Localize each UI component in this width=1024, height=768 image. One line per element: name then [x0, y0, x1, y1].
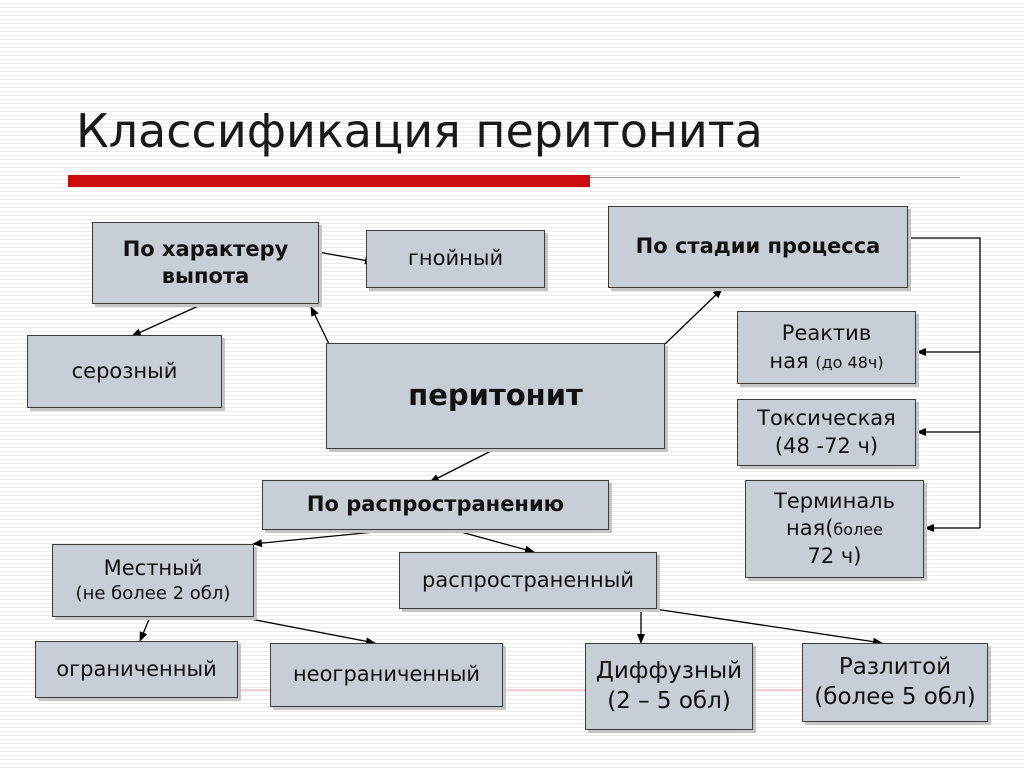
stage-bracket-line [908, 237, 981, 528]
node-by-stage-label: По стадии процесса [635, 234, 881, 259]
node-by-spread-label: По распространению [306, 492, 565, 517]
node-widespread-label: распространенный [422, 567, 634, 592]
node-reactive: Реактив ная (до 48ч) [737, 311, 916, 384]
node-diffuse-line2: (2 – 5 обл) [607, 687, 731, 714]
node-widespread: распространенный [399, 552, 657, 609]
arrow-peritonitis-to-spread [429, 448, 496, 483]
page-title: Классификация перитонита [76, 104, 763, 158]
node-unlimited: неограниченный [270, 643, 503, 707]
node-by-effusion: По характеру выпота [92, 222, 319, 304]
node-spilled-line1: Разлитой [838, 653, 952, 680]
node-spilled-line2: (более 5 обл) [814, 683, 976, 710]
node-serous: серозный [27, 335, 222, 408]
arrow-effusion-to-purulent [317, 251, 375, 265]
node-reactive-line1: Реактив [781, 321, 872, 346]
node-purulent: гнойный [366, 230, 545, 288]
node-terminal-line2: ная( [785, 516, 834, 541]
arrow-spread-to-local [252, 528, 406, 548]
node-diffuse-line1: Диффузный [595, 657, 743, 684]
node-local-line2: (не более 2 обл) [75, 583, 231, 605]
node-terminal-line3: более [833, 520, 883, 540]
node-by-spread: По распространению [262, 480, 609, 530]
node-by-stage: По стадии процесса [608, 206, 908, 288]
node-serous-label: серозный [71, 358, 178, 383]
arrow-local-to-unlimited [239, 616, 376, 646]
node-terminal-line1: Терминаль [774, 489, 895, 514]
arrow-effusion-to-serous [131, 302, 206, 337]
title-divider-line [590, 177, 960, 178]
node-limited: ограниченный [35, 641, 238, 698]
arrow-peritonitis-to-effusion [310, 306, 331, 347]
node-toxic-line2: (48 -72 ч) [774, 433, 879, 458]
node-reactive-line2: ная [769, 348, 809, 373]
node-toxic-line1: Токсическая [757, 406, 896, 431]
node-local: Местный (не более 2 обл) [52, 544, 254, 617]
arrow-peritonitis-to-stage [664, 288, 723, 345]
node-diffuse: Диффузный (2 – 5 обл) [585, 643, 753, 730]
arrow-spread-to-widespread [449, 528, 535, 554]
node-peritonitis: перитонит [326, 343, 665, 449]
node-toxic: Токсическая (48 -72 ч) [737, 399, 916, 466]
node-purulent-label: гнойный [407, 246, 504, 271]
node-spilled: Разлитой (более 5 обл) [802, 643, 988, 722]
node-local-line1: Местный [103, 556, 203, 581]
node-reactive-line3: (до 48ч) [815, 352, 884, 372]
node-terminal-line4: 72 ч) [807, 543, 862, 568]
title-accent-bar [68, 175, 590, 187]
node-limited-label: ограниченный [56, 656, 217, 681]
node-peritonitis-label: перитонит [408, 378, 583, 413]
node-by-effusion-label: По характеру выпота [122, 236, 289, 288]
arrow-widespread-to-spilled [654, 608, 883, 646]
node-unlimited-label: неограниченный [292, 662, 481, 687]
node-terminal: Терминаль ная(более 72 ч) [745, 480, 924, 578]
arrow-local-to-limited [139, 616, 151, 642]
